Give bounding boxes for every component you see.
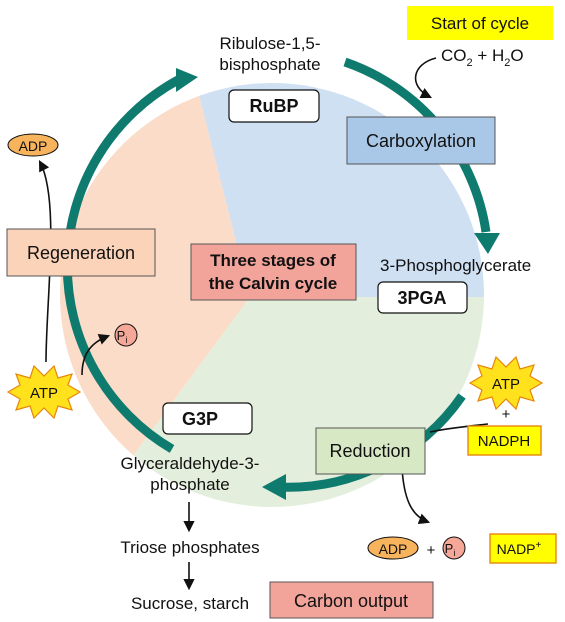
rubp-abbr-box <box>228 89 320 123</box>
co2-entry-arrow <box>414 57 437 99</box>
cycle-arrowhead-3pga <box>474 233 500 254</box>
cycle-arrowhead-rubp <box>176 68 198 92</box>
g3p-name-line1: Glyceraldehyde-3- <box>121 454 260 473</box>
pga-abbr: 3PGA <box>397 288 446 308</box>
nadp-label: NADP+ <box>497 540 542 557</box>
atp-burst-left <box>6 364 82 420</box>
carboxylation-label: Carboxylation <box>366 131 476 151</box>
atp-nadph-in-arrow <box>429 423 489 433</box>
adp-oval-bottom <box>367 536 419 560</box>
nadph-label: NADPH <box>478 433 531 450</box>
center-title-line2: the Calvin cycle <box>209 274 338 293</box>
atp-burst-right <box>468 355 544 411</box>
atp-label-left: ATP <box>30 385 58 402</box>
center-title-box <box>190 243 357 301</box>
adp-nadp-out-arrow <box>401 467 431 525</box>
co2-h2o-input: CO2 + H2O <box>441 46 524 69</box>
adp-oval-top <box>7 133 59 157</box>
pi-label-left: Pi <box>117 328 128 345</box>
rubp-abbr: RuBP <box>250 96 299 116</box>
adp-label-bottom: ADP <box>379 541 408 557</box>
sucrose-starch-label: Sucrose, starch <box>131 594 249 613</box>
pga-abbr-box <box>377 281 468 314</box>
adp-pi-plus: + <box>427 542 436 559</box>
pga-name: 3-Phosphoglycerate <box>380 256 531 275</box>
pi-circle-bottom <box>442 536 466 560</box>
carbon-output-box <box>269 581 434 619</box>
atp-nadph-plus: + <box>502 406 511 423</box>
reduction-box <box>315 427 426 475</box>
triose-phosphates-label: Triose phosphates <box>120 538 259 557</box>
start-of-cycle-badge <box>407 6 553 40</box>
start-of-cycle-label: Start of cycle <box>431 14 529 33</box>
g3p-abbr: G3P <box>182 409 218 429</box>
carbon-output-label: Carbon output <box>294 591 408 611</box>
g3p-abbr-box <box>162 402 253 435</box>
pi-circle-left <box>114 323 138 347</box>
cycle-arrowhead-g3p <box>262 474 286 500</box>
nadph-box <box>467 425 542 456</box>
carboxylation-box <box>346 116 496 165</box>
adp-label-top: ADP <box>19 138 48 154</box>
rubp-name-line2: bisphosphate <box>219 55 320 74</box>
rubp-name-line1: Ribulose-1,5- <box>219 34 320 53</box>
regeneration-label: Regeneration <box>27 243 135 263</box>
pi-release-arrow <box>81 334 111 376</box>
atp-label-right: ATP <box>492 376 520 393</box>
reduction-label: Reduction <box>329 441 410 461</box>
center-title-line1: Three stages of <box>210 251 336 270</box>
pi-label-bottom: Pi <box>445 541 456 558</box>
regeneration-box <box>6 228 156 277</box>
nadp-box <box>489 533 557 564</box>
g3p-name-line2: phosphate <box>150 475 229 494</box>
